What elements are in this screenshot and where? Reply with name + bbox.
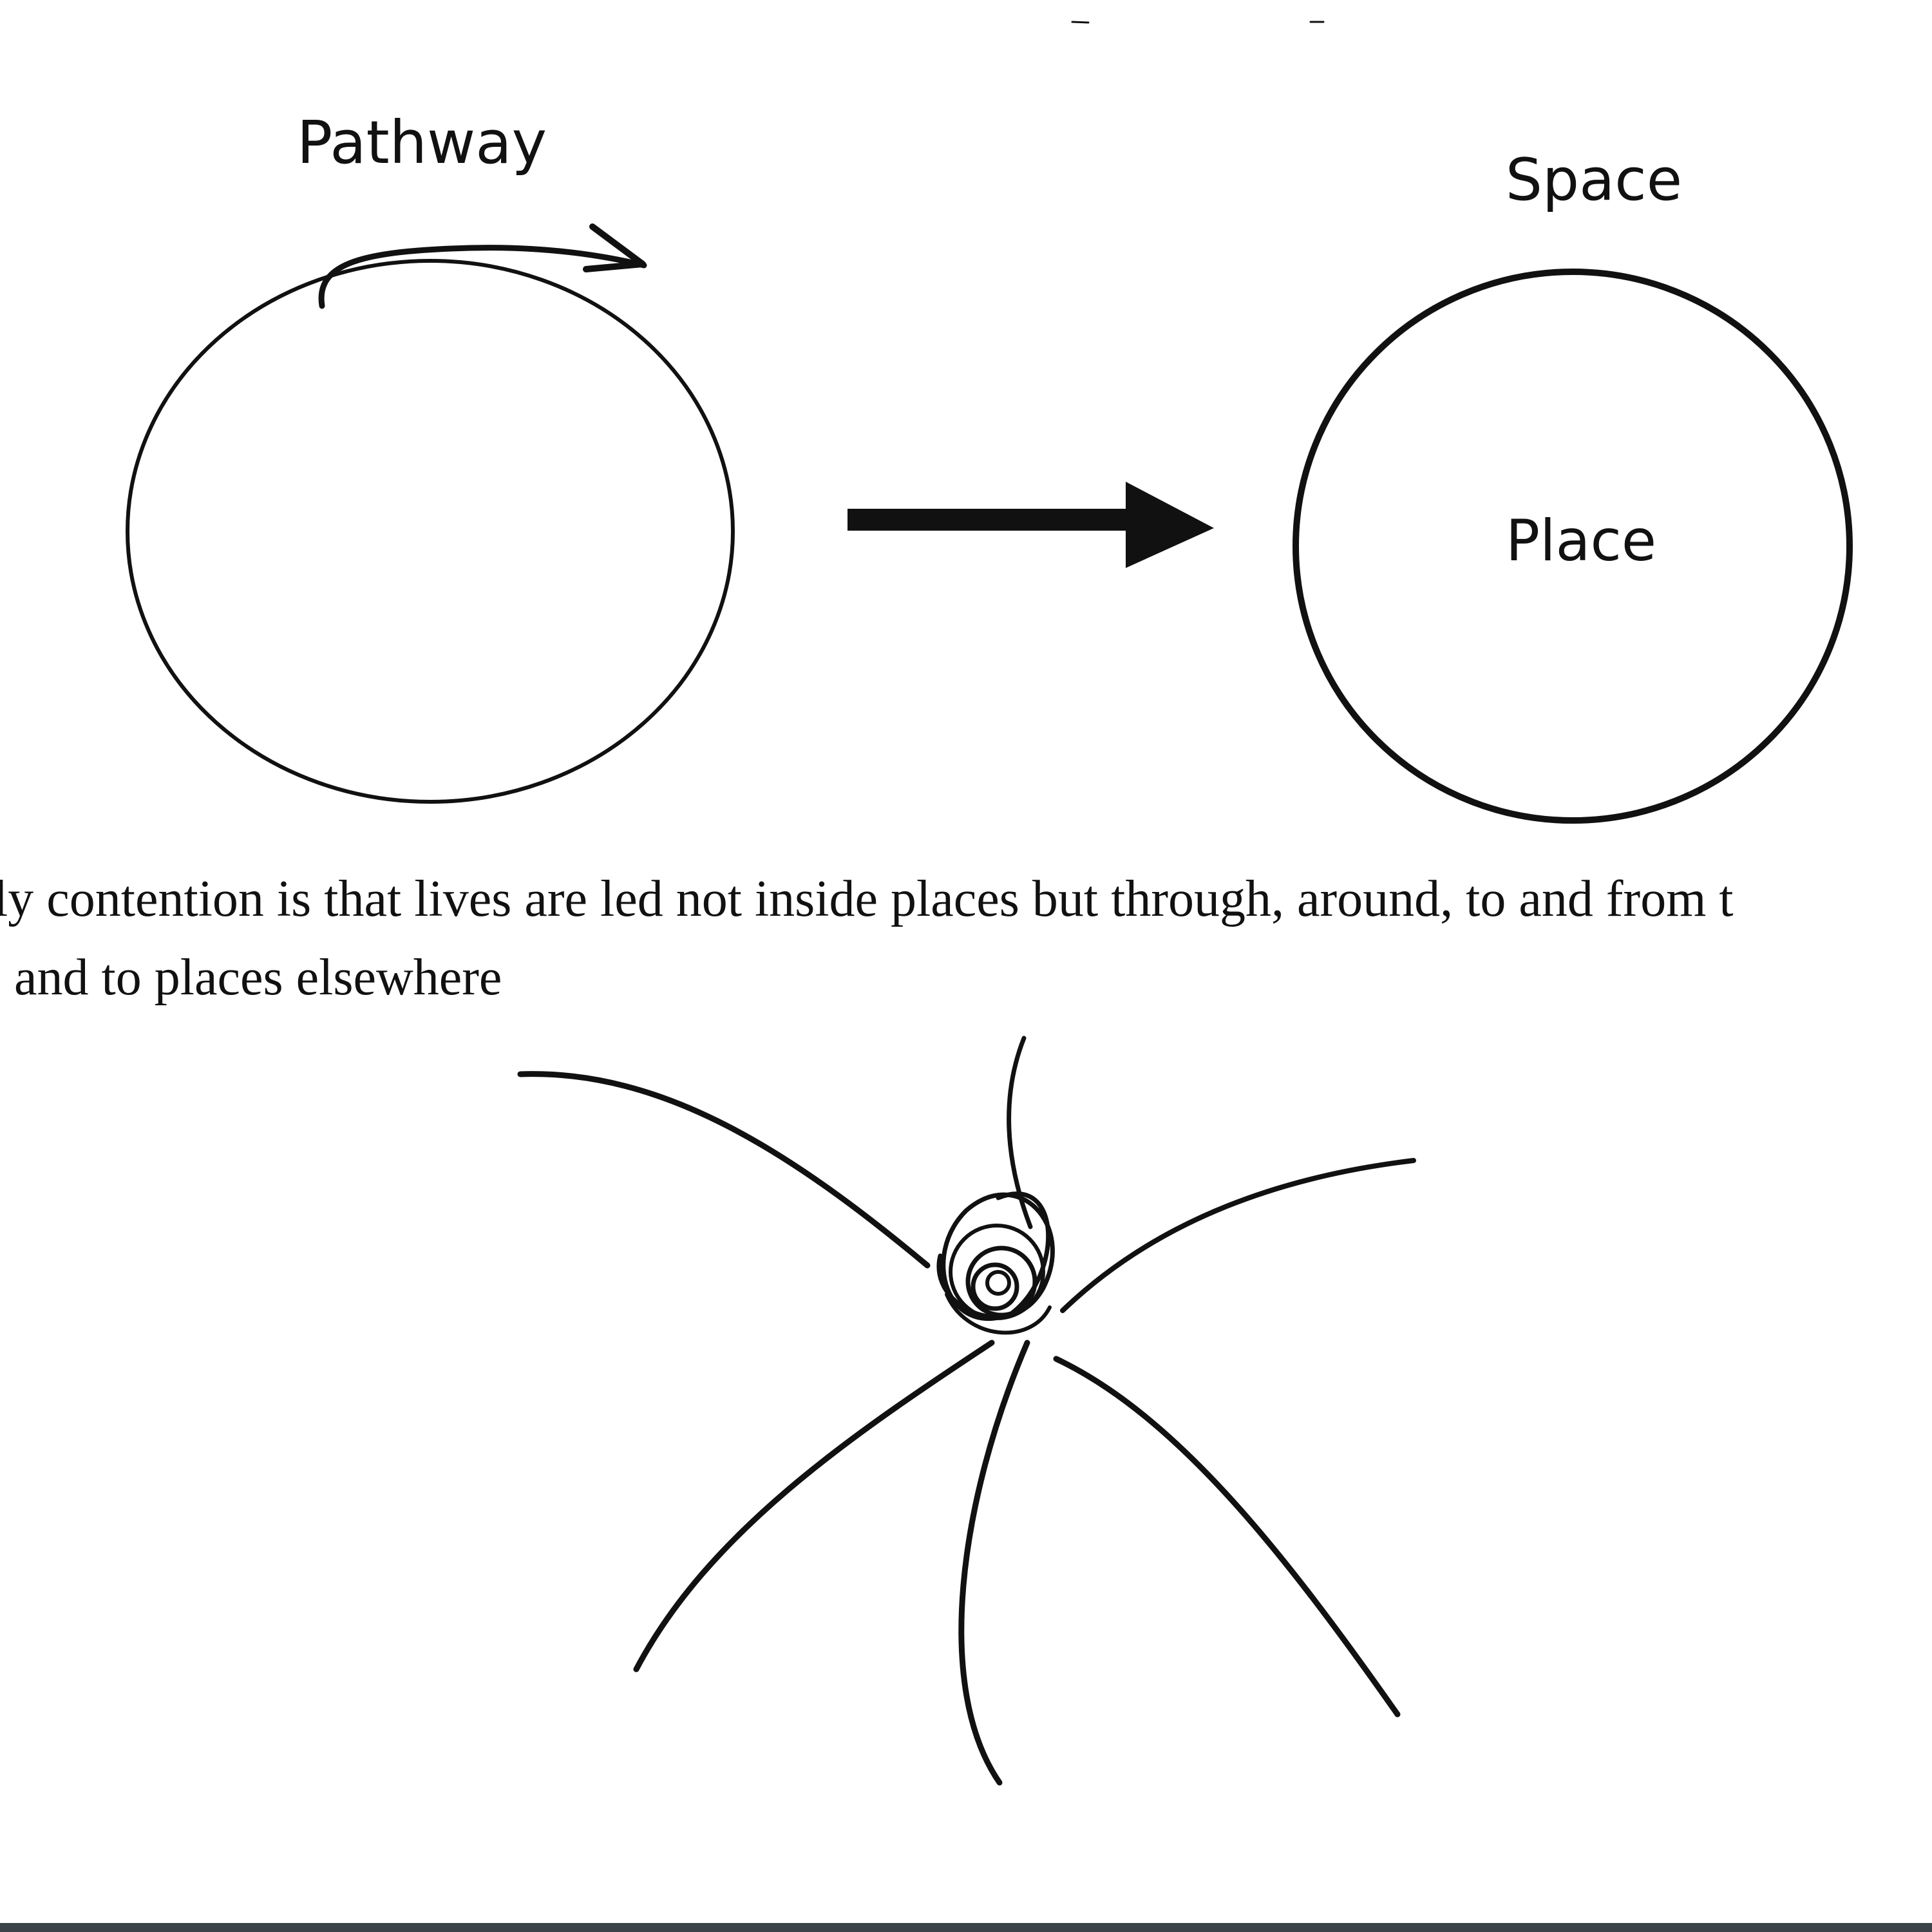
knot-loop-2 [965, 1245, 1037, 1318]
caption: ly contention is that lives are led not … [0, 871, 1734, 1006]
frame-bottom-bar [0, 1923, 1932, 1932]
knot-loop-1 [949, 1224, 1045, 1320]
transition-arrow [848, 482, 1214, 568]
scan-marks [1071, 21, 1325, 24]
place-figure: Space Place [1293, 146, 1853, 824]
knot-loop-3 [971, 1262, 1019, 1311]
space-label: Space [1506, 146, 1682, 214]
arrow-shaft [848, 509, 1150, 531]
caption-line-2: and to places elsewhere [14, 949, 502, 1006]
pathway-arrowhead [583, 223, 646, 272]
thread-upper-right [1060, 1158, 1416, 1313]
pathway-figure: Pathway [126, 108, 735, 804]
thread-upper-left [517, 1071, 931, 1269]
place-label: Place [1506, 507, 1656, 574]
knot-loop-4 [985, 1270, 1011, 1296]
thread-bottom [958, 1340, 1030, 1786]
arrow-head [1126, 482, 1214, 568]
caption-line-1: ly contention is that lives are led not … [0, 871, 1734, 927]
pathway-arc [318, 245, 647, 309]
place-circle [1293, 269, 1853, 824]
thread-lower-left [633, 1340, 995, 1672]
pathway-circle [126, 259, 735, 804]
knot-lower-loop [945, 1293, 1052, 1335]
thread-lower-right [1053, 1356, 1401, 1718]
pathway-label: Pathway [297, 108, 547, 177]
meshwork-knot-figure [517, 1036, 1416, 1786]
